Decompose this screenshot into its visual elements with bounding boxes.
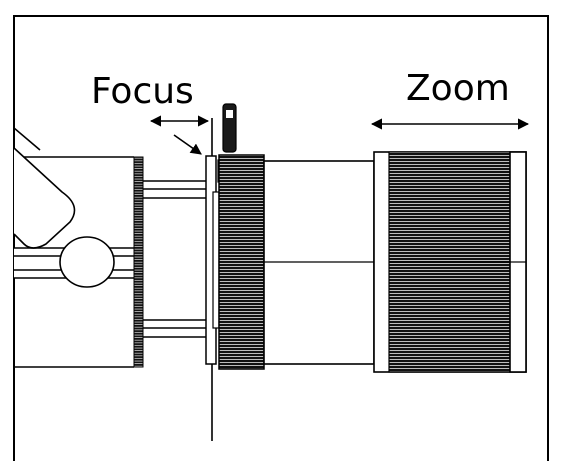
yoke-arm	[14, 147, 76, 249]
rear-housing	[14, 156, 134, 368]
focus-gap-rods	[143, 180, 212, 338]
focus-pointer-arrow	[173, 134, 202, 155]
rear-knurled-ring	[133, 156, 144, 368]
filter-plate	[205, 118, 220, 441]
clamp-knob	[59, 236, 115, 288]
lens-barrel	[263, 160, 375, 365]
zoom-ring-assembly[interactable]	[373, 151, 527, 373]
yoke-arm-edge	[14, 127, 41, 151]
focus-label: Focus	[91, 71, 194, 112]
zoom-label: Zoom	[406, 68, 510, 109]
focus-knurled-ring[interactable]	[218, 154, 265, 370]
diagram-frame	[13, 15, 549, 461]
